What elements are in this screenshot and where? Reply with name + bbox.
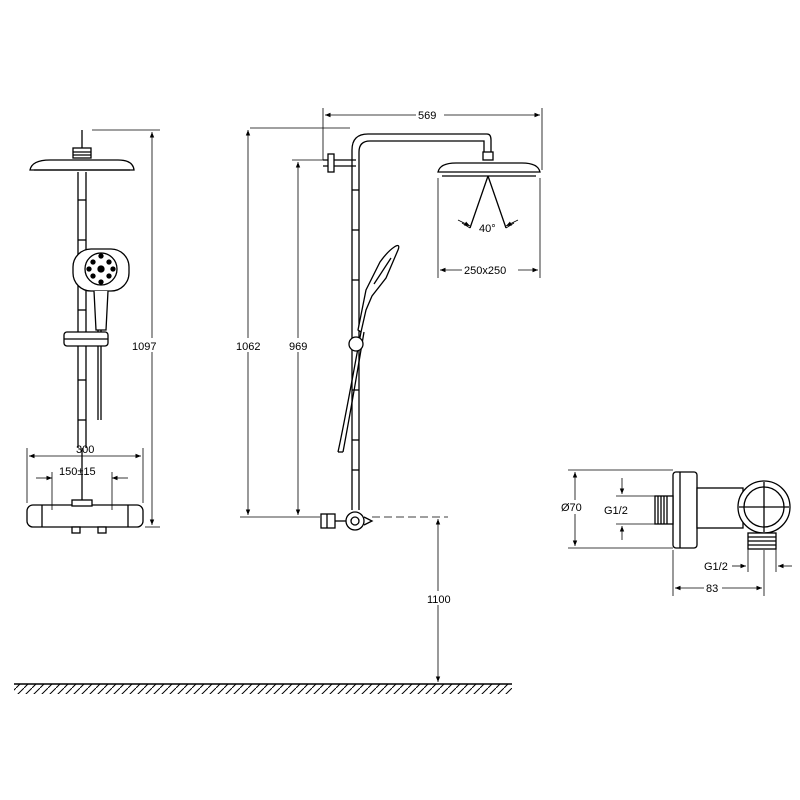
side-overhead-shower: [437, 151, 541, 229]
front-overhead-shower: [29, 130, 135, 171]
front-riser-pipe: [77, 172, 87, 448]
front-dimensions: [26, 129, 160, 528]
side-dimensions: [240, 108, 543, 682]
dim-spray-angle: 40°: [479, 223, 496, 235]
dim-escutcheon-diameter: Ø70: [561, 502, 582, 514]
floor-hatch: [14, 683, 512, 694]
side-thread: [654, 495, 674, 525]
dim-height-to-arm: 969: [289, 341, 307, 353]
escutcheon: [672, 471, 698, 549]
dim-arm-reach: 569: [418, 110, 436, 122]
dim-total-height: 1097: [132, 341, 156, 353]
dim-mount-height: 1100: [427, 594, 451, 606]
dim-connector-depth: 83: [706, 583, 718, 595]
side-mixer-valve: [320, 511, 374, 531]
dim-inlet-spacing: 150±15: [59, 466, 96, 478]
side-hand-shower: [337, 245, 400, 453]
front-view: [26, 130, 144, 534]
bottom-thread: [747, 532, 777, 550]
side-slider: [348, 336, 364, 352]
connector-dimensions: [568, 469, 792, 596]
side-view: [320, 133, 541, 531]
dim-bottom-thread: G1/2: [704, 561, 728, 573]
side-riser-arm: [351, 133, 492, 510]
dim-height-to-head: 1062: [236, 341, 260, 353]
dim-head-size: 250x250: [464, 265, 506, 277]
connector-detail: [654, 471, 791, 550]
front-thermostat-bar: [26, 448, 144, 534]
dim-bar-width: 300: [76, 444, 94, 456]
dim-side-thread: G1/2: [604, 505, 628, 517]
